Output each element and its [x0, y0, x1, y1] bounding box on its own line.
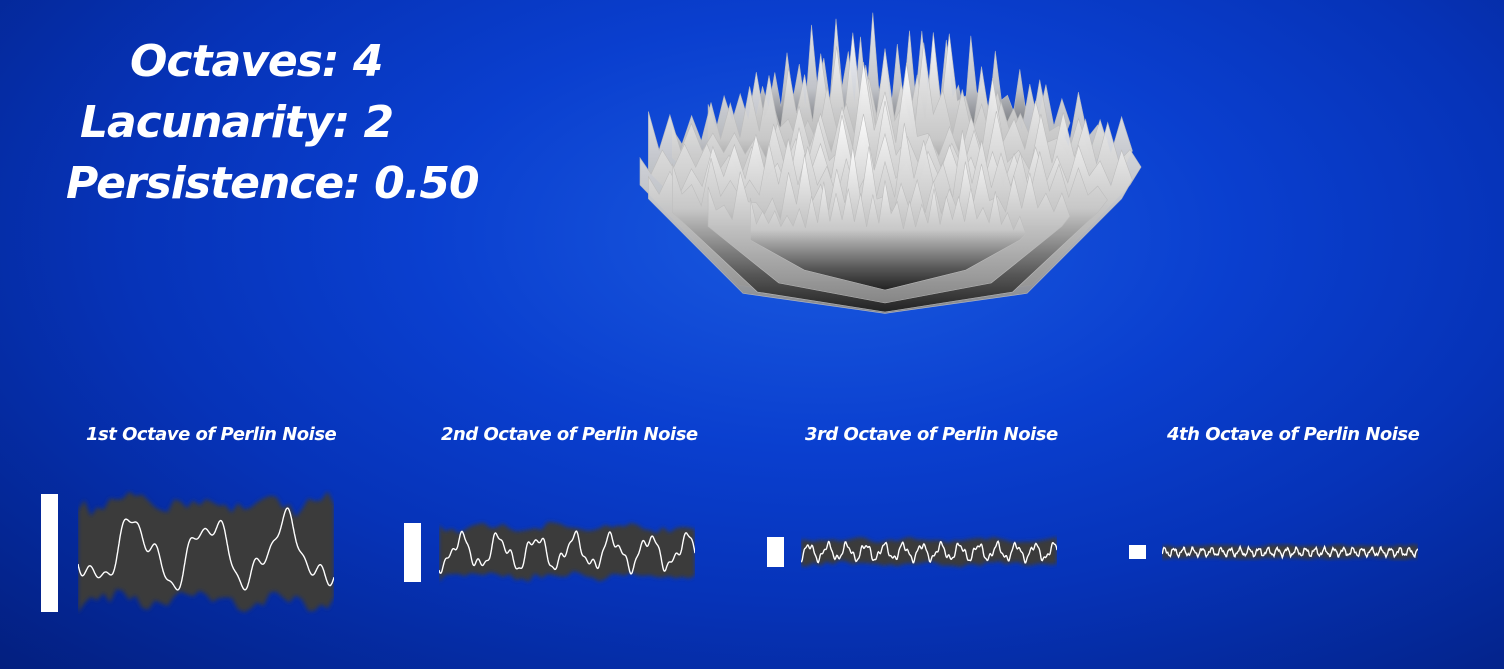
- octave-title-4: 4th Octave of Perlin Noise: [1167, 424, 1420, 445]
- amplitude-bar-2: [404, 522, 421, 582]
- perlin-terrain-render: [639, 12, 1142, 314]
- amplitude-bar-4: [1129, 544, 1146, 560]
- terrain-ridge: [750, 180, 1027, 291]
- octave-wave-line-1: [78, 507, 334, 591]
- octave-wave-3: [801, 536, 1057, 568]
- amplitude-bar-3: [767, 537, 784, 567]
- octave-wave-1: [78, 491, 334, 613]
- octave-wave-line-3: [801, 540, 1057, 564]
- persistence-label: Persistence: 0.50: [66, 158, 480, 209]
- octave-wave-line-2: [439, 530, 695, 575]
- octave-title-1: 1st Octave of Perlin Noise: [86, 424, 337, 445]
- lacunarity-label: Lacunarity: 2: [80, 97, 394, 148]
- octave-title-3: 3rd Octave of Perlin Noise: [805, 424, 1058, 445]
- amplitude-bar-1: [41, 494, 58, 612]
- octave-band-3: [801, 536, 1057, 568]
- octave-wave-line-4: [1162, 544, 1418, 560]
- octave-wave-4: [1162, 544, 1418, 560]
- octave-band-1: [78, 491, 334, 613]
- octave-wave-2: [439, 521, 695, 583]
- octaves-label: Octaves: 4: [130, 36, 383, 87]
- octave-title-2: 2nd Octave of Perlin Noise: [441, 424, 698, 445]
